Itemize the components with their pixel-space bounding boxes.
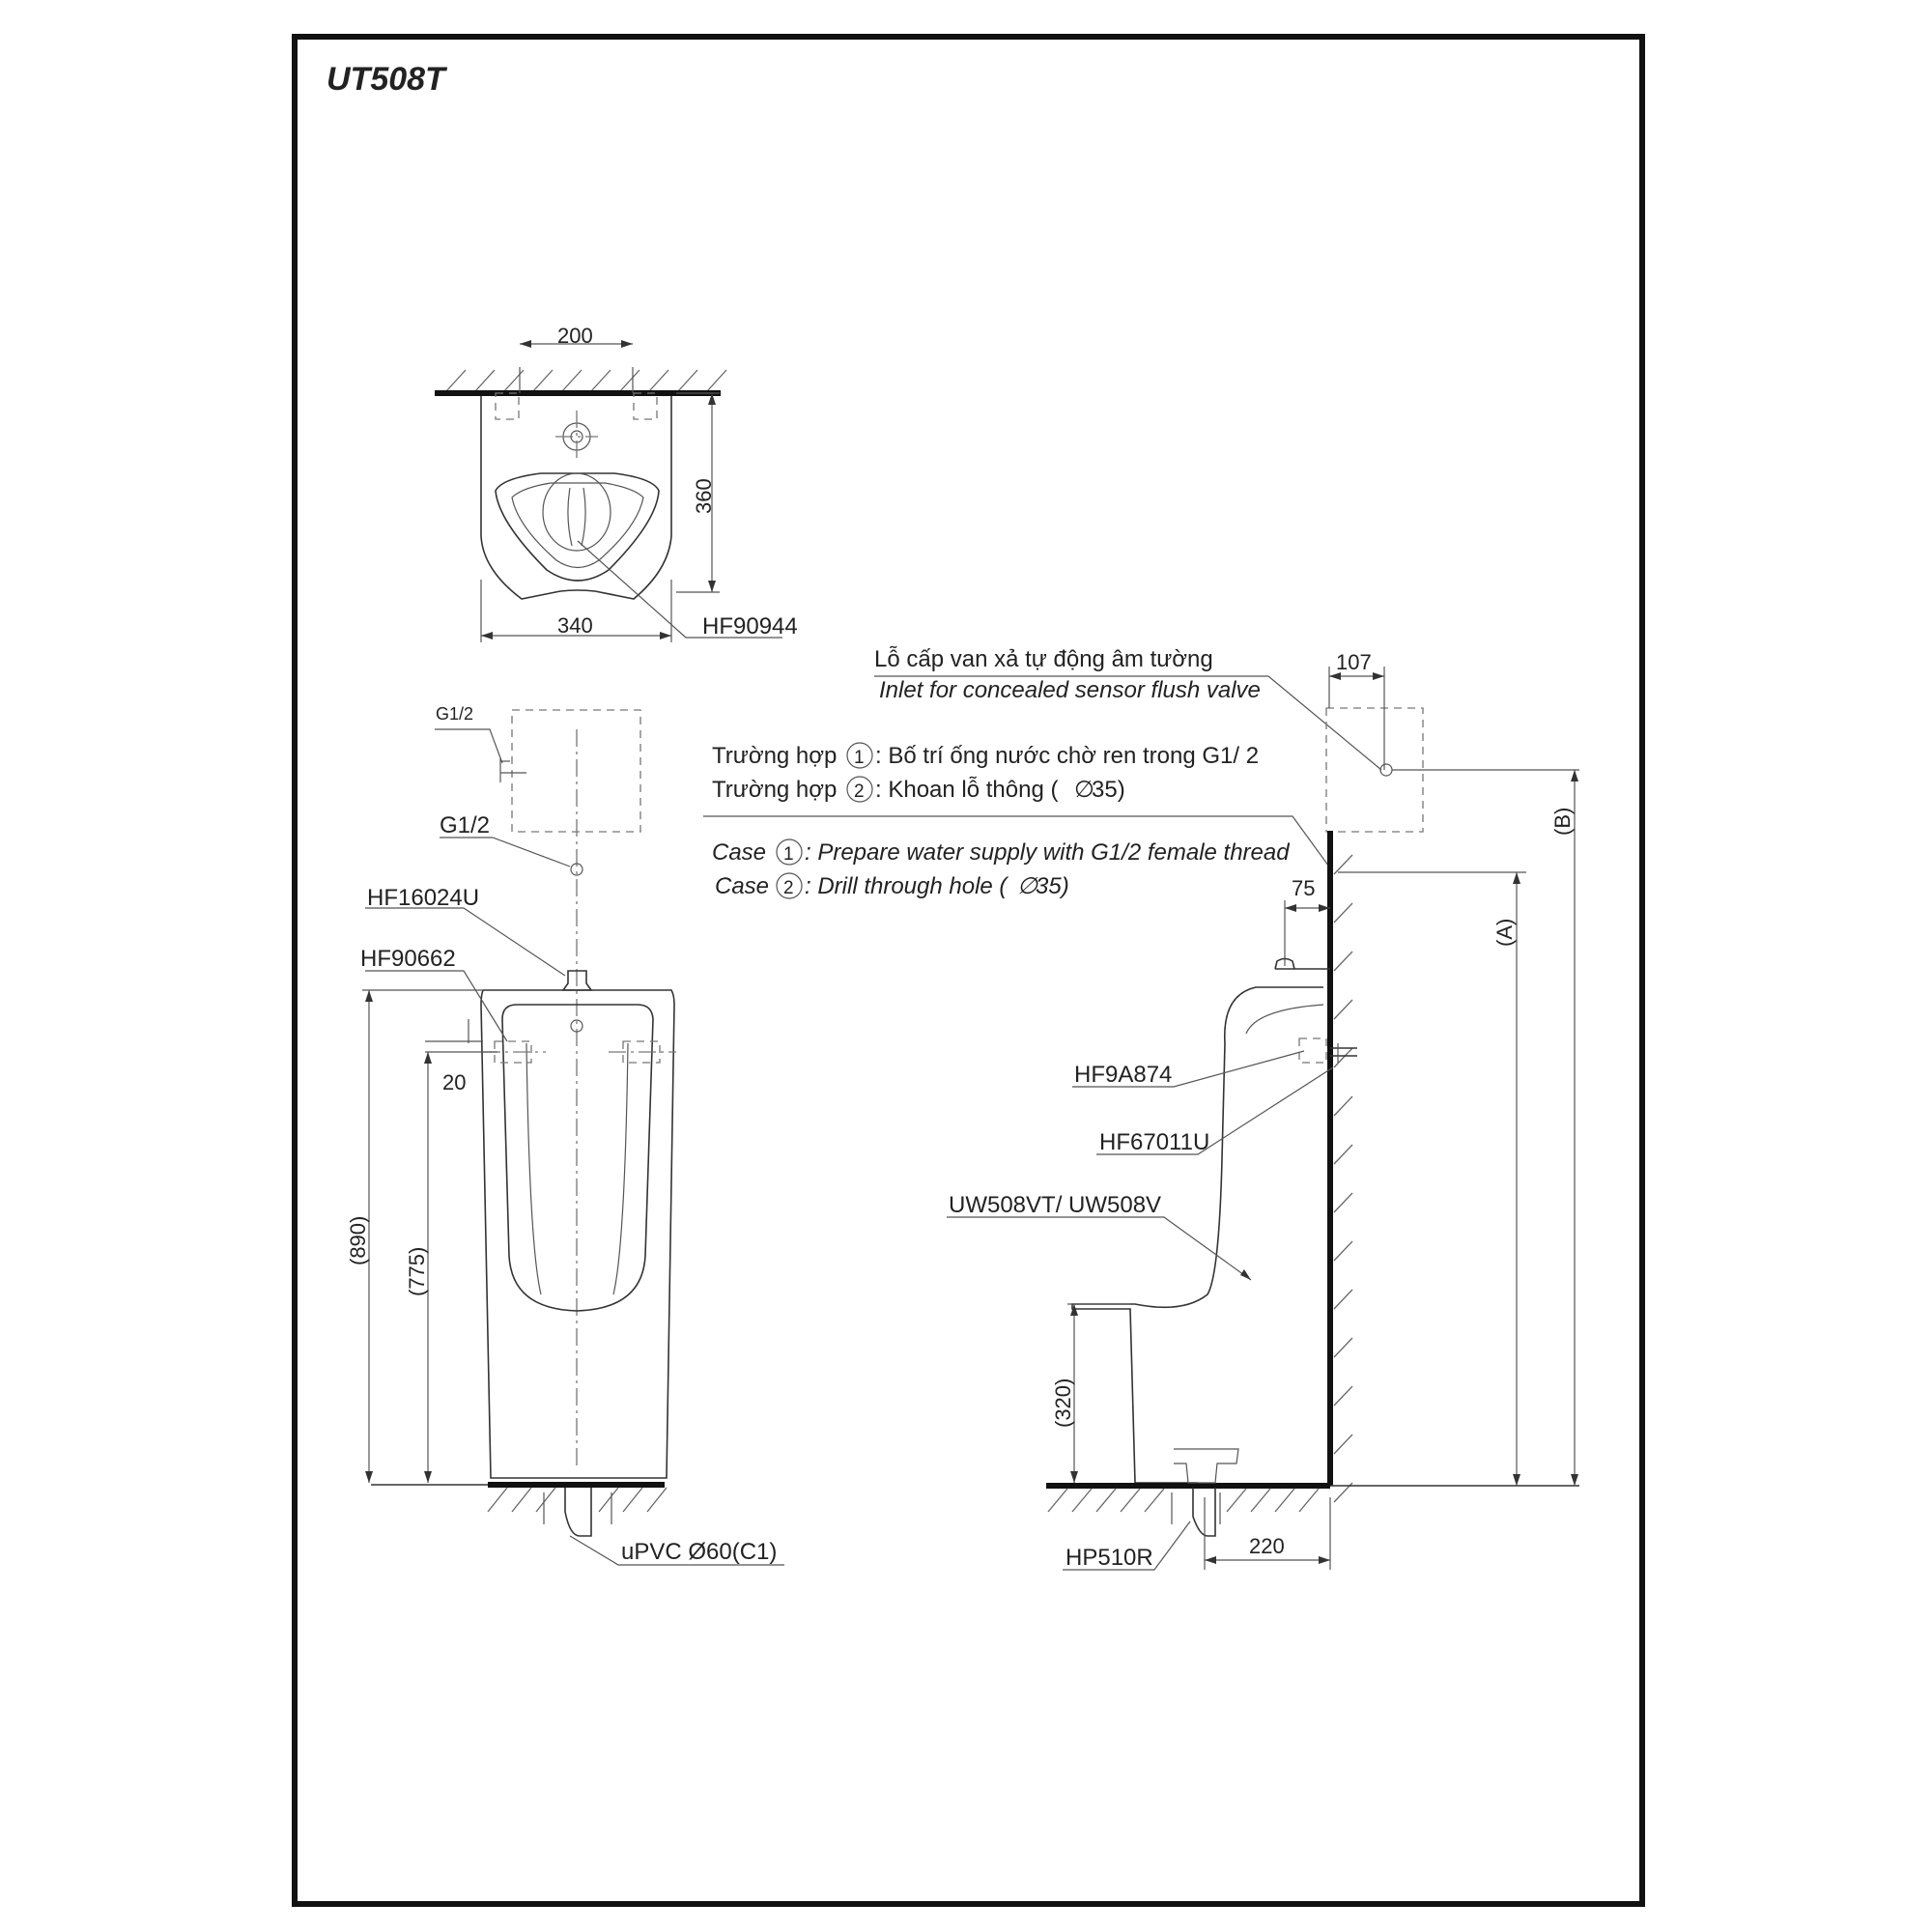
- label-drain-upvc: uPVC Ø60(C1): [621, 1539, 777, 1565]
- label-g12-small: G1/2: [436, 704, 473, 724]
- front-view: G1/2 G1/2 HF16024U HF90662 20 (890): [346, 704, 784, 1566]
- dim-200: 200: [557, 324, 593, 348]
- svg-text:: Khoan lỗ thông (: : Khoan lỗ thông (: [875, 777, 1058, 803]
- dim-107: 107: [1336, 650, 1372, 674]
- dim-220: 220: [1249, 1534, 1285, 1558]
- svg-text:: Bố trí ống nước chờ ren tron: : Bố trí ống nước chờ ren trong G1/ 2: [875, 743, 1259, 769]
- top-view: 200 360 340 HF90944: [435, 324, 798, 642]
- dim-775: (775): [405, 1247, 429, 1296]
- svg-text:Trường hợp: Trường hợp: [712, 777, 837, 803]
- note-case-en: Case 1 : Prepare water supply with G1/2 …: [712, 838, 1290, 899]
- dim-b: (B): [1550, 808, 1575, 836]
- svg-text:2: 2: [854, 781, 865, 802]
- dim-890: (890): [346, 1216, 370, 1265]
- part-hf67011u: HF67011U: [1099, 1129, 1209, 1155]
- dim-340: 340: [557, 613, 593, 638]
- svg-text:∅: ∅: [1074, 777, 1094, 803]
- svg-text:: Prepare water supply with G1: : Prepare water supply with G1/2 female …: [805, 839, 1290, 866]
- svg-text:35): 35): [1092, 777, 1125, 803]
- dim-20: 20: [442, 1070, 466, 1094]
- dim-a: (A): [1492, 919, 1517, 947]
- svg-text:1: 1: [854, 748, 865, 768]
- part-hf16024u: HF16024U: [367, 885, 479, 911]
- label-g12: G1/2: [440, 812, 490, 838]
- svg-text:Trường hợp: Trường hợp: [712, 743, 837, 769]
- part-hp510r: HP510R: [1065, 1545, 1153, 1571]
- side-view: Lỗ cấp van xả tự động âm tường Inlet for…: [703, 646, 1579, 1571]
- part-hf90944: HF90944: [702, 613, 798, 639]
- svg-text:: Drill through hole (: : Drill through hole (: [805, 873, 1009, 899]
- part-hf90662: HF90662: [360, 946, 456, 972]
- part-hf9a874: HF9A874: [1074, 1062, 1172, 1088]
- dim-360: 360: [692, 478, 716, 514]
- part-uw508vt: UW508VT/ UW508V: [949, 1192, 1161, 1218]
- note-inlet-en: Inlet for concealed sensor flush valve: [879, 677, 1261, 703]
- svg-text:Case: Case: [712, 839, 766, 866]
- svg-text:∅: ∅: [1017, 873, 1038, 899]
- dim-320: (320): [1051, 1378, 1075, 1428]
- note-case-vi: Trường hợp 1 : Bố trí ống nước chờ ren t…: [712, 742, 1259, 803]
- drawing-title: UT508T: [327, 61, 448, 98]
- svg-text:1: 1: [783, 844, 794, 865]
- svg-text:Case: Case: [715, 873, 769, 899]
- svg-text:2: 2: [783, 878, 794, 898]
- drawing-frame: [292, 34, 1645, 1907]
- svg-text:35): 35): [1036, 873, 1069, 899]
- note-inlet-vi: Lỗ cấp van xả tự động âm tường: [874, 646, 1213, 672]
- dim-75: 75: [1292, 876, 1315, 900]
